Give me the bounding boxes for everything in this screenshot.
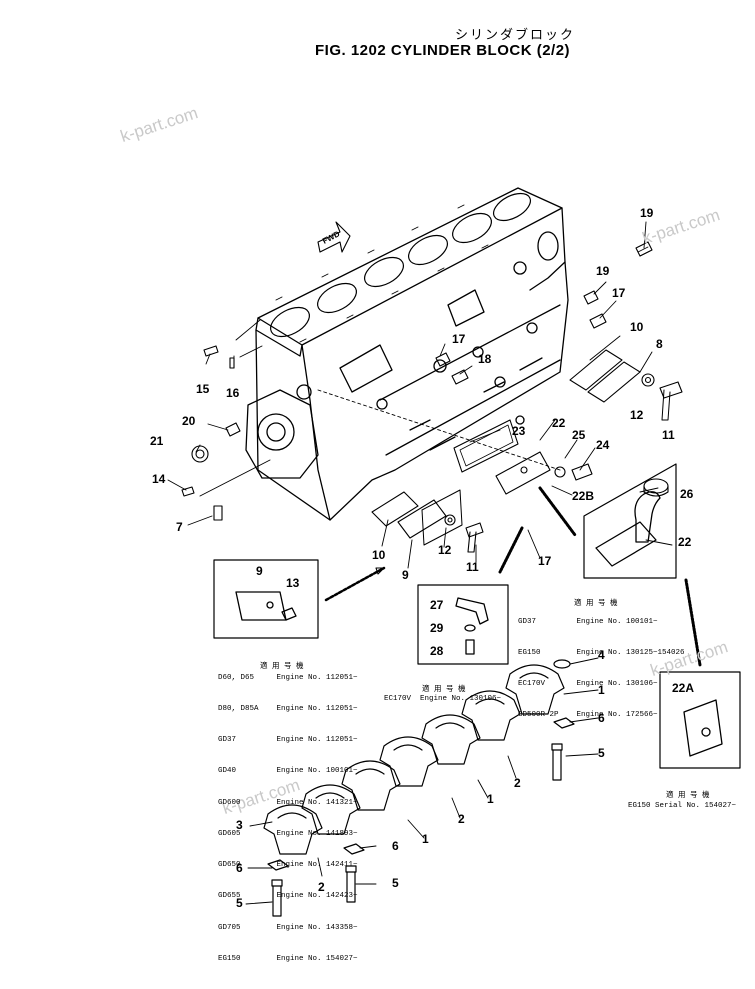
- callout-label: 25: [572, 428, 586, 442]
- callout-label: 18: [478, 352, 492, 366]
- callout-label: 5: [236, 896, 243, 910]
- callout-label: 12: [438, 543, 452, 557]
- callout-label: 1: [422, 832, 429, 846]
- applicability-header: 適 用 号 機: [260, 662, 304, 671]
- callout-label: 14: [152, 472, 166, 486]
- callout-label: 11: [662, 428, 675, 442]
- callout-label: 2: [514, 776, 521, 790]
- leader-lines: [167, 221, 673, 905]
- callout-label: 22B: [572, 489, 595, 503]
- callout-label: 28: [430, 644, 444, 658]
- callout-label: 17: [612, 286, 626, 300]
- applicability-top-right-rows: GD37 Engine No. 100101~ EG150 Engine No.…: [518, 596, 685, 731]
- callout-label: 2: [318, 880, 325, 894]
- callout-label: 22A: [672, 681, 695, 695]
- callout-label: 1: [487, 792, 494, 806]
- callout-label: 19: [640, 206, 654, 220]
- callout-label: 13: [286, 576, 300, 590]
- title-japanese: シリンダブロック: [455, 27, 576, 42]
- applicability-row: GD600 Engine No. 141321~: [218, 798, 358, 807]
- callout-label: 5: [598, 746, 605, 760]
- callout-label: 4: [598, 648, 605, 662]
- applicability-row: EG150 Engine No. 130125~154026: [518, 649, 685, 658]
- applicability-row: GD705 Engine No. 143358~: [218, 923, 358, 932]
- applicability-header: 適 用 号 機: [666, 791, 710, 800]
- applicability-header: 適 用 号 機: [422, 685, 466, 694]
- callout-label: 19: [596, 264, 610, 278]
- applicability-bottom-right-rows: EG150 Serial No. 154027~: [628, 780, 736, 822]
- applicability-middle-header: 適 用 号 機: [418, 664, 466, 706]
- covers-gaskets: [371, 349, 641, 539]
- callout-label: 24: [596, 438, 610, 452]
- callout-label: 16: [226, 386, 240, 400]
- callout-label: 23: [512, 424, 526, 438]
- applicability-row: EG150 Serial No. 154027~: [628, 801, 737, 810]
- applicability-row: GD37 Engine No. 100101~: [518, 617, 658, 626]
- callout-label: 10: [372, 548, 386, 562]
- hardware-parts: [181, 241, 702, 667]
- callout-label: 3: [236, 818, 243, 832]
- fwd-arrow: [317, 221, 351, 253]
- applicability-header: 適 用 号 機: [574, 599, 618, 608]
- callout-label: 2: [458, 812, 465, 826]
- applicability-row: EC170V Engine No. 130106~: [384, 694, 502, 703]
- callout-label: 21: [150, 434, 164, 448]
- applicability-row: GD40 Engine No. 100101~: [218, 767, 358, 776]
- callout-label: 1: [598, 683, 605, 697]
- applicability-row: D60, D65 Engine No. 112051~: [218, 673, 358, 682]
- callout-label: 7: [176, 520, 183, 534]
- callout-label: 11: [466, 560, 479, 574]
- applicability-row: GD650 Engine No. 142411~: [218, 861, 358, 870]
- applicability-row: EG150 Engine No. 154027~: [218, 954, 358, 963]
- callout-label: 22: [552, 416, 566, 430]
- cylinder-block: [245, 187, 569, 546]
- applicability-row: EC170V Engine No. 130106~: [518, 680, 658, 689]
- callout-label: 17: [452, 332, 466, 346]
- applicability-left-rows: D60, D65 Engine No. 112051~ D80, D85A En…: [218, 652, 358, 975]
- callout-label: 15: [196, 382, 210, 396]
- callout-label: 29: [430, 621, 444, 635]
- inset-box-22A: [659, 671, 741, 769]
- applicability-row: GD605 Engine No. 141893~: [218, 829, 358, 838]
- callout-label: 20: [182, 414, 196, 428]
- figure-title: FIG. 1202 CYLINDER BLOCK (2/2): [315, 42, 571, 59]
- callout-label: 9: [256, 564, 263, 578]
- applicability-top-right: 適 用 号 機: [566, 578, 618, 620]
- inset-box-9-13: [213, 559, 319, 639]
- callout-label: 9: [402, 568, 409, 582]
- callout-label: 10: [630, 320, 644, 334]
- callout-label: 22: [678, 535, 692, 549]
- applicability-row: GD37 Engine No. 112051~: [218, 736, 358, 745]
- applicability-middle-rows: EC170V Engine No. 130106~: [384, 673, 501, 715]
- callout-label: 27: [430, 598, 444, 612]
- applicability-bottom-right-header: 適 用 号 機: [666, 770, 710, 812]
- main-bearing-caps: [263, 659, 575, 917]
- callout-label: 5: [392, 876, 399, 890]
- inset-box-27-29: [417, 584, 509, 665]
- callout-label: 6: [392, 839, 399, 853]
- applicability-row: D80, D85A Engine No. 112051~: [218, 705, 358, 714]
- callout-label: 17: [538, 554, 552, 568]
- applicability-row: GD655 Engine No. 142423~: [218, 892, 358, 901]
- callout-label: 12: [630, 408, 644, 422]
- callout-label: 6: [598, 711, 605, 725]
- inset-box-22: [583, 463, 677, 579]
- callout-label: 8: [656, 337, 663, 351]
- callout-label: 6: [236, 861, 243, 875]
- applicability-row: GD500R-2P Engine No. 172566~: [518, 711, 658, 720]
- callout-label: 26: [680, 487, 694, 501]
- applicability-left-header: 適 用 号 機: [260, 641, 304, 683]
